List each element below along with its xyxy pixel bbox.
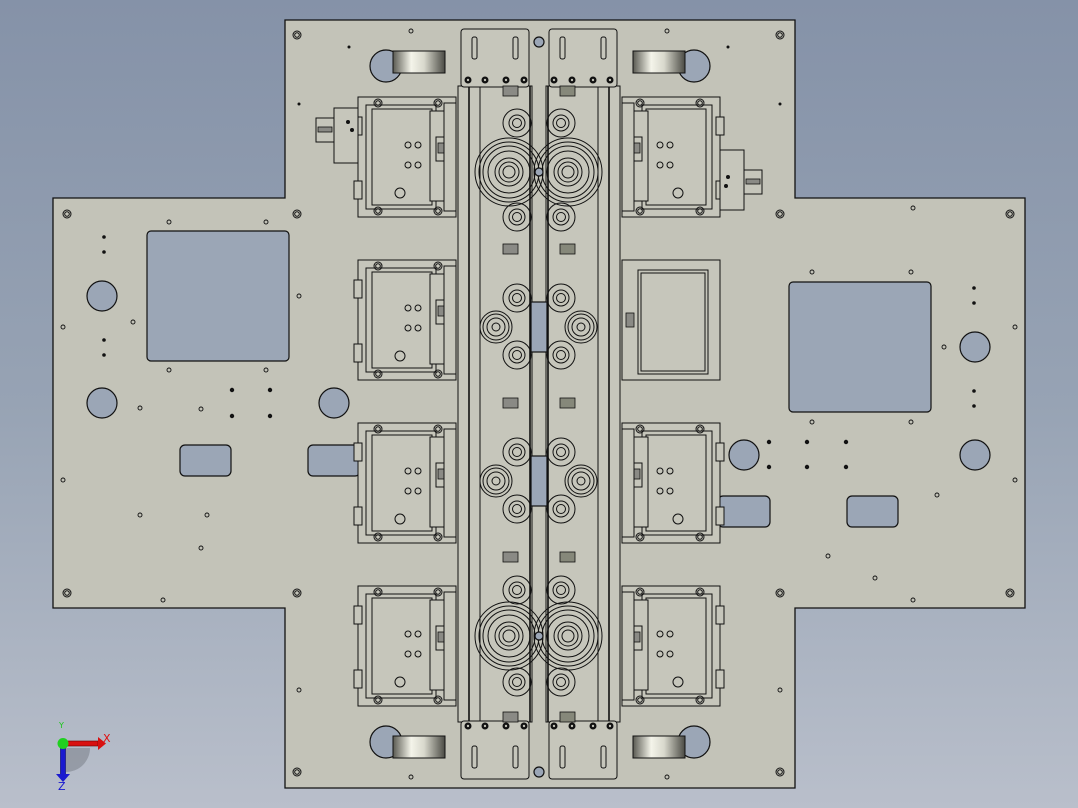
small-holes	[102, 45, 976, 470]
cutout-right	[788, 281, 932, 413]
rollers	[392, 50, 686, 759]
clamp-right	[719, 149, 763, 211]
x-axis-label: X	[103, 732, 111, 745]
z-axis-label: Z	[58, 780, 66, 793]
z-axis-arrowhead	[56, 774, 70, 782]
central-column-left	[457, 28, 544, 780]
orientation-triad: X Y Z	[48, 721, 118, 793]
side-module-right-2	[621, 259, 721, 381]
tiny-holes	[60, 28, 1018, 780]
center-window-1	[530, 301, 548, 353]
clamp-left	[315, 107, 359, 164]
slot-2	[307, 444, 361, 477]
slot-4	[846, 495, 899, 528]
y-axis-dot	[57, 738, 69, 749]
cutout-left	[146, 230, 290, 362]
center-window-2	[530, 455, 548, 507]
slot-1	[179, 444, 232, 477]
central-column-right	[533, 28, 621, 780]
slot-3	[717, 495, 771, 528]
y-axis-label: Y	[59, 721, 64, 730]
x-axis-arrowhead	[98, 737, 106, 750]
